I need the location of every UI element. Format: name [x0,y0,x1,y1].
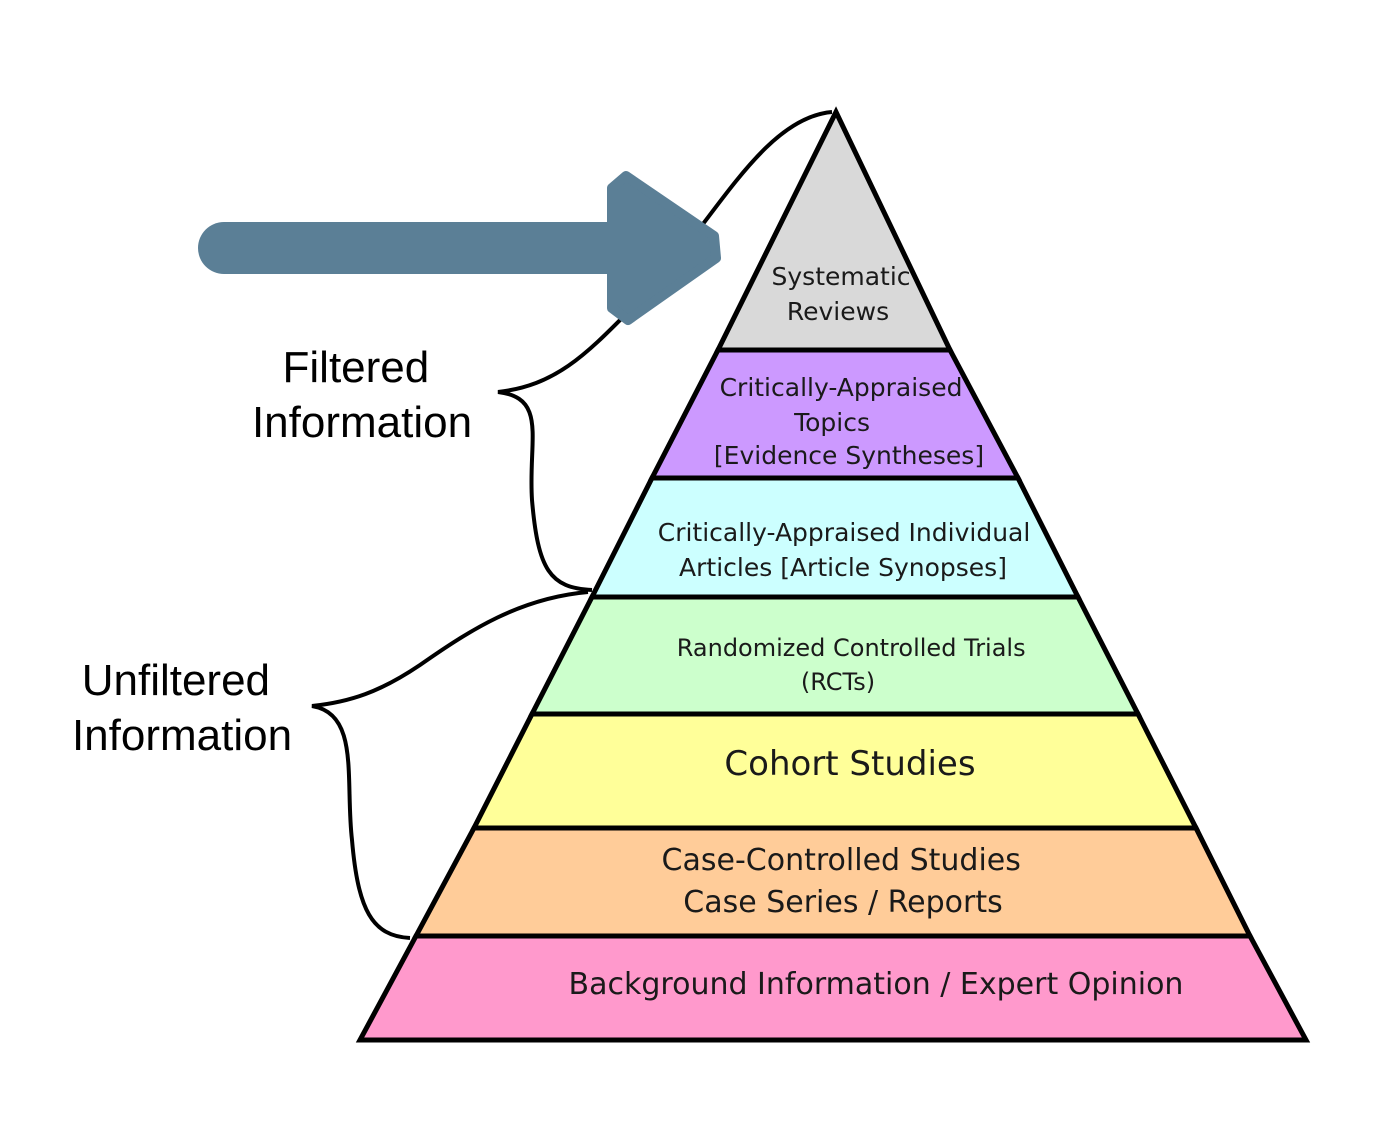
tier-systematic-reviews: Systematic Reviews [713,106,954,353]
tier-topics-line3: [Evidence Syntheses] [714,441,984,470]
tier-case-controlled-line2: Case Series / Reports [683,885,1002,920]
svg-text:Critically-Appraised Top: Critically-Appraised Topics [Evidence Sy… [714,373,984,470]
tier-critically-appraised-articles: Critically-Appraised Individual Articles… [587,475,1083,600]
svg-text:Cohort Studies: Cohort Studies [724,744,975,784]
svg-text:Unfiltered Information: Unfiltered Information [72,656,292,760]
tier-case-controlled-line1: Case-Controlled Studies [662,843,1021,878]
tier-systematic-reviews-line2: Reviews [787,297,889,326]
svg-text:Filtered Information: Filtered Information [252,343,472,447]
svg-text:Background Information / Exper: Background Information / Expert Opinion [569,967,1184,1002]
unfiltered-brace [311,590,589,940]
tier-case-controlled-studies: Case-Controlled Studies Case Series / Re… [411,825,1255,939]
tier-rcts-line2: (RCTs) [801,668,875,696]
tier-randomized-controlled-trials: Randomized Controlled Trials (RCTs) [527,594,1143,717]
tier-background-shape [355,933,1311,1043]
arrow-head [607,171,721,325]
unfiltered-information-label: Unfiltered Information [72,656,292,760]
svg-text:Randomized Controlled Trials: Randomized Controlled Trials (RCTs) [677,634,1034,696]
tier-critically-appraised-topics: Critically-Appraised Topics [Evidence Sy… [647,347,1023,481]
unfiltered-label-line2: Information [72,711,292,760]
tier-topics-line1: Critically-Appraised [720,373,963,402]
svg-text:Systematic Reviews: Systematic Reviews [772,262,919,326]
filtered-label-line1: Filtered [283,343,430,392]
svg-text:Case-Controlled Studies: Case-Controlled Studies Case Series / Re… [662,843,1031,920]
tier-background-information: Background Information / Expert Opinion [355,933,1311,1043]
tier-rcts-line1: Randomized Controlled Trials [677,634,1026,662]
tier-cohort-studies: Cohort Studies [469,711,1201,831]
tier-systematic-reviews-line1: Systematic [772,262,911,291]
tier-articles-line1: Critically-Appraised Individual [658,518,1031,547]
filtered-brace [497,110,833,592]
tier-topics-line2: Topics [793,408,870,437]
svg-text:Critically-Appraised Individua: Critically-Appraised Individual Articles… [658,518,1039,582]
tier-cohort-line1: Cohort Studies [724,744,975,784]
tier-background-line1: Background Information / Expert Opinion [569,967,1184,1002]
arrow-right-icon [198,171,721,325]
filtered-information-label: Filtered Information [252,343,472,447]
tier-articles-line2: Articles [Article Synopses] [679,553,1007,582]
unfiltered-label-line1: Unfiltered [82,656,270,705]
filtered-label-line2: Information [252,398,472,447]
